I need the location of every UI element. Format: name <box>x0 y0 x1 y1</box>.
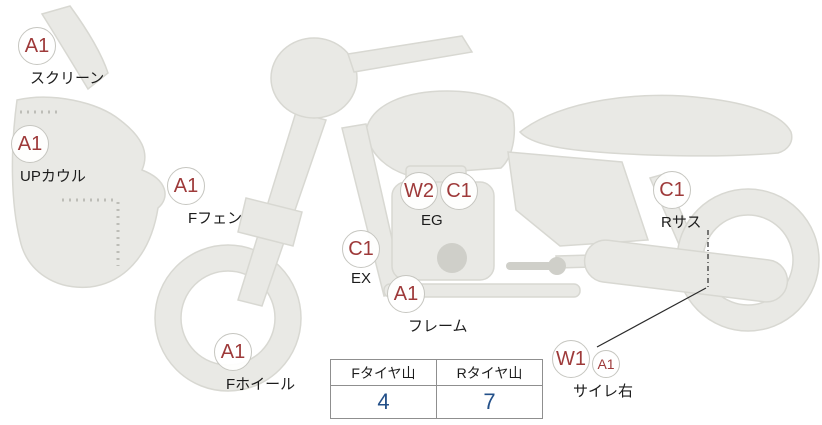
part-label: サイレ右 <box>573 383 634 400</box>
code-badge-row: W1 A1 <box>552 340 620 378</box>
marker-silencer-right: W1 A1 サイレ右 <box>552 340 633 401</box>
part-label: スクリーン <box>30 70 105 87</box>
marker-upper-cowl: A1 UPカウル <box>11 125 86 186</box>
underseat-shape <box>507 151 650 247</box>
marker-frame: A1 フレーム <box>387 275 468 336</box>
marker-engine: W2 C1 EG <box>400 172 478 229</box>
part-label: EG <box>421 212 443 229</box>
part-label: Fフェン <box>188 210 243 227</box>
seat-tail-shape <box>518 94 793 157</box>
rear-tire-tread-value: 7 <box>436 385 543 419</box>
tire-tread-table: Fタイヤ山 Rタイヤ山 4 7 <box>330 359 543 419</box>
part-label: EX <box>351 270 372 287</box>
condition-code-badge: C1 <box>440 172 478 210</box>
tire-table-value-row: 4 7 <box>330 385 543 419</box>
condition-code-badge: A1 <box>18 27 56 65</box>
code-badge-row: W2 C1 <box>400 172 478 210</box>
condition-code-badge: W1 <box>552 340 590 378</box>
front-tire-tread-value: 4 <box>330 385 437 419</box>
tire-table-header-row: Fタイヤ山 Rタイヤ山 <box>330 359 543 386</box>
front-tire-header: Fタイヤ山 <box>330 359 437 386</box>
headlight-shape <box>270 37 358 119</box>
windscreen-shape <box>40 5 109 91</box>
condition-code-badge: A1 <box>592 350 620 378</box>
handlebar-shape <box>347 35 474 73</box>
condition-code-badge: A1 <box>11 125 49 163</box>
part-label: Rサス <box>661 214 702 231</box>
frame-bottom-shape <box>383 283 581 298</box>
muffler-shape <box>583 239 789 303</box>
condition-code-badge: C1 <box>653 171 691 209</box>
part-label: UPカウル <box>20 168 86 185</box>
fuel-tank-shape <box>365 90 516 176</box>
condition-code-badge: C1 <box>342 230 380 268</box>
marker-screen: A1 スクリーン <box>18 27 104 88</box>
marker-front-fender: A1 Fフェン <box>167 167 242 228</box>
upper-cowl-shape <box>11 96 166 289</box>
condition-code-badge: A1 <box>167 167 205 205</box>
rear-tire-header: Rタイヤ山 <box>436 359 543 386</box>
marker-rear-suspension: C1 Rサス <box>653 171 702 232</box>
part-label: フレーム <box>408 318 468 335</box>
silencer-leader-line <box>596 287 707 348</box>
condition-code-badge: A1 <box>214 333 252 371</box>
part-label: Fホイール <box>226 376 296 393</box>
condition-code-badge: W2 <box>400 172 438 210</box>
front-fender-shape <box>237 197 303 247</box>
condition-code-badge: A1 <box>387 275 425 313</box>
marker-front-wheel: A1 Fホイール <box>214 333 295 394</box>
marker-exhaust: C1 EX <box>342 230 380 287</box>
